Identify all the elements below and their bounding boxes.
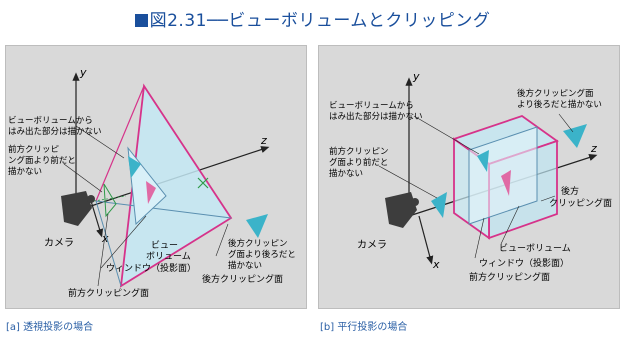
label-camera: カメラ <box>357 239 387 251</box>
panel-parallel: y z x ビューボリュームから はみ出た部分は描かない 後方クリッピング面 よ… <box>318 45 620 309</box>
label-front-plane: 前方クリッピング面 <box>469 271 550 283</box>
object-clipped-top <box>477 150 489 172</box>
label-window: ウィンドウ（投影面） <box>106 262 196 274</box>
label-back-plane: 後方クリッピング面 <box>202 273 283 285</box>
camera-icon <box>385 192 417 228</box>
object-in-front <box>431 192 447 218</box>
label-front-line2: ング面より前だと <box>8 155 76 166</box>
label-back-plane-line2: クリッピング面 <box>549 197 612 209</box>
axis-z-label: z <box>260 134 267 147</box>
frustum-edge <box>95 200 232 219</box>
camera-lens-icon <box>87 195 95 203</box>
label-back-line3: 描かない <box>228 260 262 271</box>
label-window: ウィンドウ（投影面） <box>479 257 569 269</box>
label-outside-line2: はみ出た部分は描かない <box>329 111 423 122</box>
label-back-top-line1: 後方クリッピング面 <box>517 88 594 99</box>
x-axis <box>90 200 104 238</box>
label-outside-line1: ビューボリュームから <box>329 101 414 111</box>
caption-perspective: [a] 透視投影の場合 <box>6 322 94 333</box>
x-axis <box>418 215 434 265</box>
axis-x-label: x <box>432 258 440 271</box>
object-clipped-top <box>128 156 141 178</box>
x-mark-icon <box>197 177 209 189</box>
label-front-line1: 前方クリッピ <box>8 144 59 155</box>
label-outside-line1: ビューボリュームから <box>8 116 93 126</box>
label-back-line1: 後方クリッピン <box>228 238 288 249</box>
axis-z-label: z <box>590 142 597 155</box>
label-back-top-line2: より後ろだと描かない <box>517 99 602 110</box>
object-inside <box>146 181 156 204</box>
label-front-line3: 描かない <box>8 166 42 177</box>
caption-parallel: [b] 平行投影の場合 <box>320 322 408 333</box>
label-camera: カメラ <box>44 237 74 249</box>
frustum-edge <box>95 200 122 287</box>
label-view-volume-line2: ボリューム <box>146 251 191 262</box>
label-front-line1: 前方クリッピン <box>329 146 389 157</box>
title-text: 図2.31──ビューボリュームとクリッピング <box>149 11 491 31</box>
label-outside-line2: はみ出た部分は描かない <box>8 126 102 137</box>
label-front-line3: 描かない <box>329 168 363 179</box>
axis-x-label: x <box>101 232 109 245</box>
figure-title: 図2.31──ビューボリュームとクリッピング <box>0 6 625 31</box>
label-front-line2: グ面より前だと <box>329 157 388 168</box>
title-square-icon <box>134 14 148 27</box>
frustum-edge <box>95 85 145 202</box>
axis-y-label: y <box>412 70 420 83</box>
front-clipping-plane <box>103 183 117 218</box>
parallel-diagram: y z x ビューボリュームから はみ出た部分は描かない 後方クリッピング面 よ… <box>329 70 612 283</box>
perspective-diagram: y z x ビューボリュームから はみ出た部分は描かない 前方クリッピ ング面よ… <box>8 66 296 299</box>
object-behind <box>563 124 587 148</box>
label-view-volume: ビューボリューム <box>499 243 571 254</box>
camera-icon <box>61 191 92 226</box>
label-view-volume-line1: ビュー <box>151 240 178 251</box>
label-back-plane-line1: 後方 <box>561 185 579 197</box>
label-front-plane: 前方クリッピング面 <box>68 287 149 299</box>
label-back-line2: グ面より後ろだと <box>228 249 296 260</box>
object-behind <box>246 214 268 238</box>
object-inside <box>501 170 511 196</box>
camera-lens-icon <box>411 198 419 206</box>
axis-y-label: y <box>79 66 87 79</box>
panel-perspective: y z x ビューボリュームから はみ出た部分は描かない 前方クリッピ ング面よ… <box>5 45 307 309</box>
